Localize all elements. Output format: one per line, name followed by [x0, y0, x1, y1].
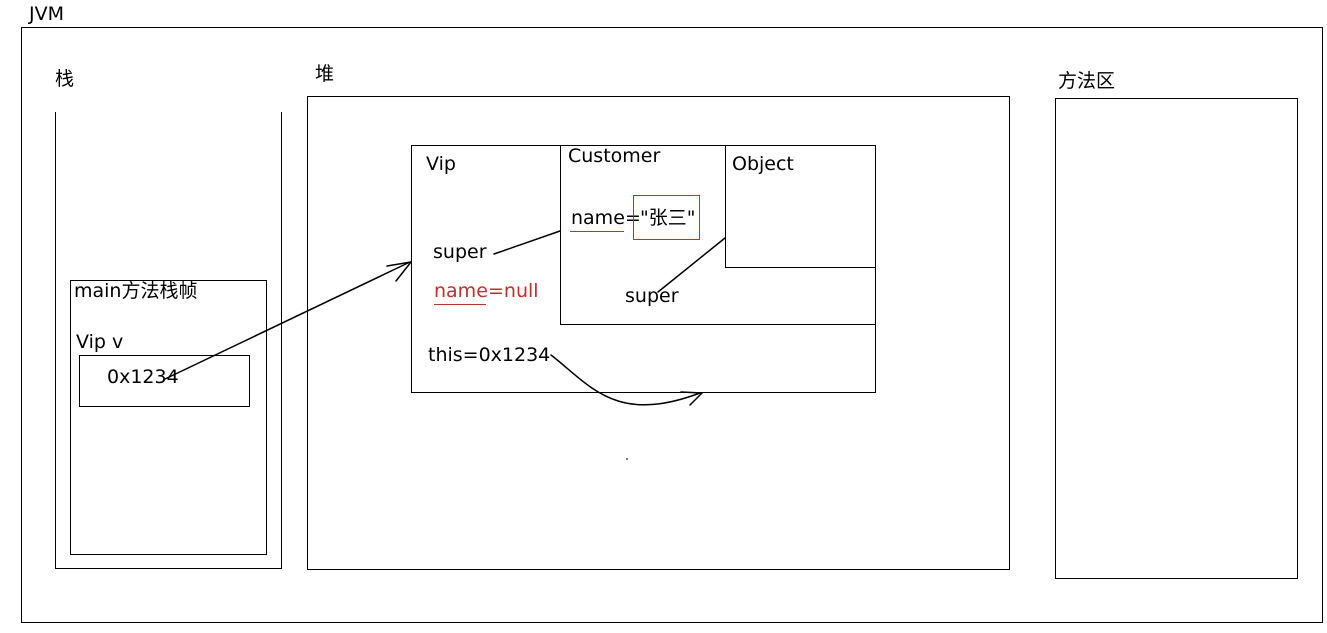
vip-this-field: this=0x1234 — [428, 344, 551, 366]
vip-name-field-key: name — [434, 280, 488, 302]
object-object-title: Object — [732, 153, 794, 175]
stack-title: 栈 — [55, 68, 75, 90]
customer-name-field-key: name — [571, 207, 625, 229]
vip-v-variable-label: Vip v — [76, 331, 124, 353]
customer-name-field-eq: = — [625, 207, 641, 229]
jvm-frame — [21, 27, 1323, 623]
customer-name-underline — [570, 231, 624, 232]
method-area — [1055, 98, 1298, 579]
stray-dot — [626, 458, 628, 460]
heap-title: 堆 — [315, 63, 335, 85]
this-self-reference-curve — [550, 354, 701, 406]
customer-super-field: super — [625, 285, 679, 307]
stack-area — [55, 112, 282, 569]
vip-v-value-box — [79, 355, 250, 407]
main-stack-frame — [70, 280, 267, 555]
vip-name-underline — [434, 304, 486, 305]
customer-name-value: "张三" — [640, 207, 696, 229]
customer-object-title: Customer — [568, 145, 661, 167]
jvm-title: JVM — [29, 3, 64, 25]
vip-super-field: super — [433, 241, 487, 263]
customer-name-value-box — [633, 195, 700, 240]
main-stack-frame-title: main方法栈帧 — [74, 280, 198, 302]
customer-super-to-object-line — [657, 237, 726, 293]
stack-to-vip-arrow — [164, 261, 411, 380]
stack-to-vip-arrowhead — [386, 261, 412, 282]
this-self-reference-arrowhead — [680, 391, 703, 406]
vip-name-field-value: =null — [488, 280, 539, 302]
object-object — [725, 145, 876, 268]
vip-object-title: Vip — [426, 153, 456, 175]
vip-super-to-customer-line — [493, 230, 561, 255]
method-area-title: 方法区 — [1058, 70, 1116, 92]
heap-area — [307, 96, 1010, 570]
vip-v-value: 0x1234 — [107, 366, 179, 388]
